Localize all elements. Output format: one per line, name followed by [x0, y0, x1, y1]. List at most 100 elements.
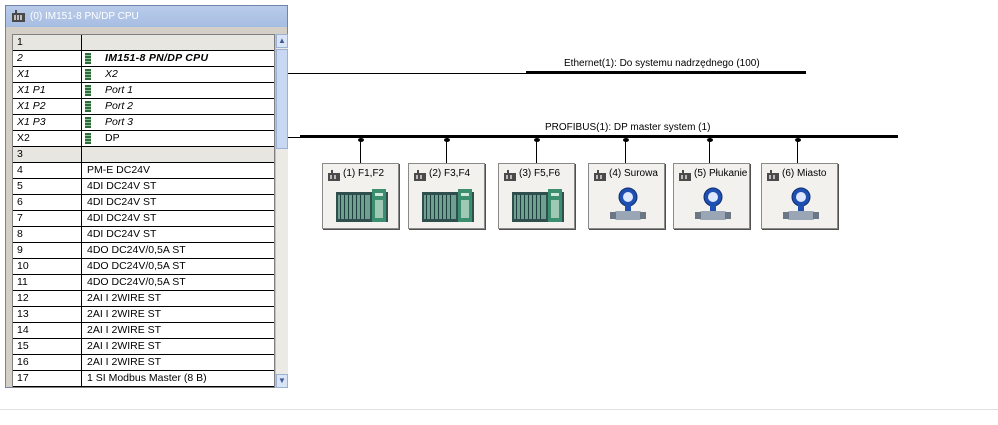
ethernet-label[interactable]: Ethernet(1): Do systemu nadrzędnego (100…: [564, 58, 760, 69]
table-row[interactable]: 11 4DO DC24V/0,5A ST: [13, 275, 274, 291]
table-row[interactable]: X1 P2 Port 2: [13, 99, 274, 115]
module-name: 2AI I 2WIRE ST: [87, 308, 162, 320]
slot-number: 14: [17, 324, 29, 336]
flowmeter-icon: [783, 187, 819, 220]
dp-slave-4[interactable]: (4) Surowa: [588, 163, 665, 229]
station-icon: [594, 170, 606, 181]
module-name: X2: [105, 68, 118, 80]
flowmeter-icon: [695, 187, 731, 220]
rack-window[interactable]: (0) IM151-8 PN/DP CPU 1 2 IM151-8 PN/DP …: [5, 5, 288, 388]
rack-title-bar[interactable]: (0) IM151-8 PN/DP CPU: [6, 6, 287, 27]
slave-label: (3) F5,F6: [519, 168, 561, 179]
table-row[interactable]: 13 2AI I 2WIRE ST: [13, 307, 274, 323]
table-row[interactable]: X2 DP: [13, 131, 274, 147]
module-icon: [85, 53, 91, 64]
module-name: 4DI DC24V ST: [87, 228, 157, 240]
table-row[interactable]: 8 4DI DC24V ST: [13, 227, 274, 243]
slot-number: 6: [17, 196, 23, 208]
et200s-rack-icon: [336, 189, 388, 222]
dp-slave-2[interactable]: (2) F3,F4: [408, 163, 485, 229]
slot-number: 16: [17, 356, 29, 368]
station-icon: [328, 170, 340, 181]
module-name: 2AI I 2WIRE ST: [87, 324, 162, 336]
station-icon: [767, 170, 779, 181]
module-name: 4DO DC24V/0,5A ST: [87, 276, 186, 288]
slot-number: X1 P1: [17, 84, 46, 96]
table-row[interactable]: 10 4DO DC24V/0,5A ST: [13, 259, 274, 275]
module-name: 4DO DC24V/0,5A ST: [87, 260, 186, 272]
bus-tap-line: [536, 140, 537, 163]
slave-label: (6) Miasto: [782, 168, 827, 179]
table-row[interactable]: 5 4DI DC24V ST: [13, 179, 274, 195]
module-name: 2AI I 2WIRE ST: [87, 292, 162, 304]
table-row[interactable]: 3: [13, 147, 274, 163]
slot-number: 5: [17, 180, 23, 192]
slot-number: 10: [17, 260, 29, 272]
bus-tap-line: [360, 140, 361, 163]
slot-number: 13: [17, 308, 29, 320]
dp-slave-5[interactable]: (5) Płukanie: [673, 163, 750, 229]
slot-number: 7: [17, 212, 23, 224]
bus-tap-connector: [623, 138, 629, 142]
slot-number: 15: [17, 340, 29, 352]
slave-label: (4) Surowa: [609, 168, 658, 179]
table-row[interactable]: 16 2AI I 2WIRE ST: [13, 355, 274, 371]
rack-title-text: (0) IM151-8 PN/DP CPU: [30, 11, 139, 22]
module-name: 4DI DC24V ST: [87, 212, 157, 224]
workspace-divider: [0, 409, 998, 410]
dp-slave-6[interactable]: (6) Miasto: [761, 163, 838, 229]
table-row[interactable]: 6 4DI DC24V ST: [13, 195, 274, 211]
scroll-thumb[interactable]: [276, 49, 288, 149]
slot-number: 8: [17, 228, 23, 240]
station-icon: [679, 170, 691, 181]
slave-label: (2) F3,F4: [429, 168, 471, 179]
et200s-rack-icon: [512, 189, 564, 222]
slot-number: 3: [17, 148, 23, 160]
bus-tap-connector: [534, 138, 540, 142]
dp-slave-3[interactable]: (3) F5,F6: [498, 163, 575, 229]
profibus-bus-line[interactable]: [300, 135, 898, 138]
table-row[interactable]: 17 1 SI Modbus Master (8 B): [13, 371, 274, 387]
table-row[interactable]: 2 IM151-8 PN/DP CPU: [13, 51, 274, 67]
table-row[interactable]: 9 4DO DC24V/0,5A ST: [13, 243, 274, 259]
slave-label: (5) Płukanie: [694, 168, 748, 179]
bus-tap-connector: [358, 138, 364, 142]
module-icon: [85, 85, 91, 96]
rack-slot-table[interactable]: 1 2 IM151-8 PN/DP CPU X1 X2 X1 P1 Port 1…: [12, 34, 275, 388]
table-row[interactable]: X1 X2: [13, 67, 274, 83]
table-row[interactable]: 7 4DI DC24V ST: [13, 211, 274, 227]
scroll-up-button[interactable]: ▲: [276, 34, 288, 48]
table-row[interactable]: 12 2AI I 2WIRE ST: [13, 291, 274, 307]
scroll-down-button[interactable]: ▼: [276, 374, 288, 388]
module-name: 1 SI Modbus Master (8 B): [87, 372, 207, 384]
bus-tap-connector: [707, 138, 713, 142]
module-name: PM-E DC24V: [87, 164, 151, 176]
module-icon: [85, 117, 91, 128]
rack-window-icon: [12, 10, 25, 22]
bus-tap-line: [709, 140, 710, 163]
module-name: IM151-8 PN/DP CPU: [105, 52, 209, 64]
table-row[interactable]: 15 2AI I 2WIRE ST: [13, 339, 274, 355]
module-name: DP: [105, 132, 120, 144]
station-icon: [504, 170, 516, 181]
bus-tap-connector: [795, 138, 801, 142]
slot-number: 1: [17, 36, 23, 48]
profibus-label[interactable]: PROFIBUS(1): DP master system (1): [545, 122, 711, 133]
ethernet-bus-line[interactable]: [526, 71, 806, 74]
table-row[interactable]: 1: [13, 35, 274, 51]
dp-slave-1[interactable]: (1) F1,F2: [322, 163, 399, 229]
rack-vertical-scrollbar[interactable]: ▲ ▼: [275, 34, 288, 388]
module-name: 4DO DC24V/0,5A ST: [87, 244, 186, 256]
flowmeter-icon: [610, 187, 646, 220]
table-row[interactable]: 4 PM-E DC24V: [13, 163, 274, 179]
slot-number: 4: [17, 164, 23, 176]
slot-number: X1 P3: [17, 116, 46, 128]
table-row[interactable]: 14 2AI I 2WIRE ST: [13, 323, 274, 339]
table-row[interactable]: X1 P3 Port 3: [13, 115, 274, 131]
bus-tap-connector: [444, 138, 450, 142]
table-row[interactable]: X1 P1 Port 1: [13, 83, 274, 99]
module-name: 4DI DC24V ST: [87, 180, 157, 192]
module-name: 2AI I 2WIRE ST: [87, 340, 162, 352]
slot-number: X1 P2: [17, 100, 46, 112]
module-name: 4DI DC24V ST: [87, 196, 157, 208]
